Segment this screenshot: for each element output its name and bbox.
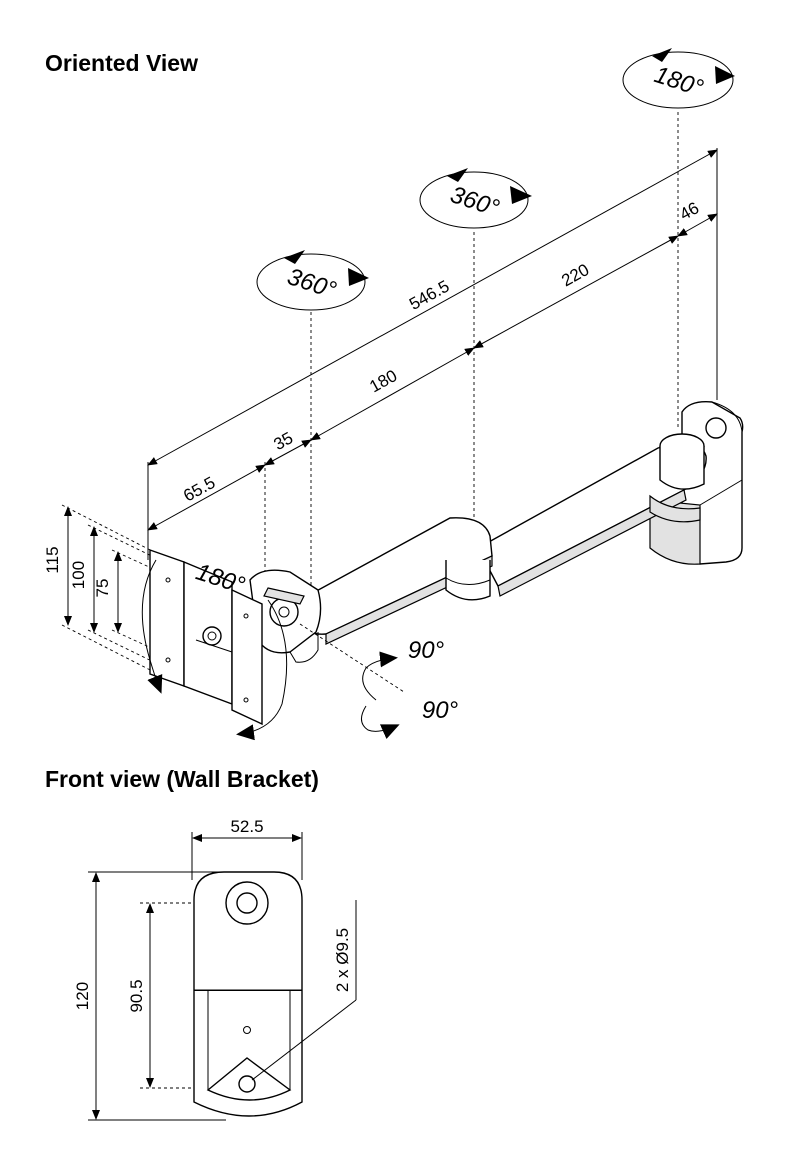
arm-segment-inner [299,517,493,645]
arm-segment-outer [477,433,707,597]
wall-bracket-front [193,871,303,1117]
dimension-115: 115 [43,546,62,573]
vesa-plate [149,549,263,726]
dimension-width: 52.5 [230,817,263,836]
rotation-label-wall: 180° [651,61,707,102]
front-view-heading: Front view (Wall Bracket) [45,766,319,792]
dimension-100: 100 [69,561,88,589]
hole-callout: 2 x Ø9.5 [333,928,352,992]
dimension-line-total [147,149,718,466]
rotation-indicator-wall: 180° [622,48,735,109]
dimension-height: 120 [73,982,92,1010]
rotation-indicator-joint2: 360° [419,168,532,229]
front-view: 52.5 120 90.5 2 x Ø9.5 [73,817,357,1121]
dimension-65-5: 65.5 [180,473,218,506]
oriented-view: 180° 360° 360° 546.5 65.5 [43,48,744,741]
rotation-label-joint2: 360° [447,181,503,222]
dimension-total: 546.5 [406,277,452,314]
dimension-75: 75 [93,579,112,598]
dimension-hole-spacing: 90.5 [127,979,146,1012]
rotation-indicator-joint1: 360° [256,250,369,311]
tilt-down-label: 90° [422,697,459,724]
tilt-head [249,569,322,663]
oriented-view-heading: Oriented View [45,50,198,76]
dimension-46: 46 [676,198,702,224]
dimension-180: 180 [366,366,400,396]
rotation-label-joint1: 360° [284,263,340,304]
tilt-up-label: 90° [408,637,445,664]
